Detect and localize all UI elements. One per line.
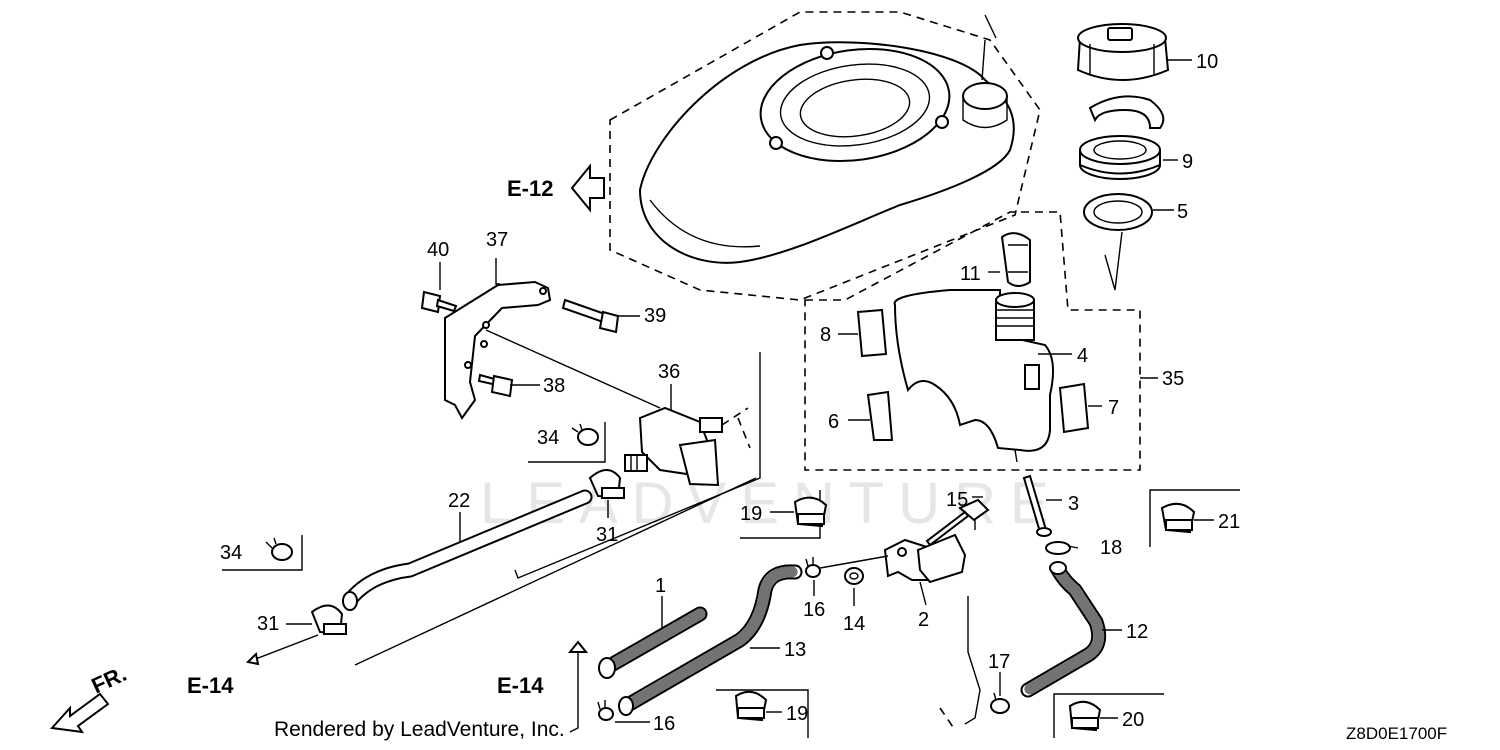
callout-14: 14: [843, 613, 865, 635]
callout-31a: 31: [596, 524, 618, 546]
tank-cushion-8: [856, 308, 888, 358]
bolt-39: [561, 298, 620, 334]
callout-22: 22: [448, 490, 470, 512]
callout-19b: 19: [786, 703, 808, 725]
fuel-filler-neck: [1079, 135, 1161, 180]
clip-16-lower: [597, 700, 614, 721]
callout-3: 3: [1068, 493, 1079, 515]
callout-31b: 31: [257, 613, 279, 635]
callout-16a: 16: [803, 599, 825, 621]
ref-e12-arrow: [570, 163, 605, 213]
clip-17: [990, 692, 1010, 714]
hose-12: [1020, 561, 1107, 698]
callout-8: 8: [820, 324, 831, 346]
clip-18: [1045, 541, 1079, 555]
tank-bracket: [444, 280, 552, 420]
diagram-code: Z8D0E1700F: [1346, 724, 1448, 743]
clamp-31-bottom: [310, 604, 347, 636]
ref-e14-mid: E-14: [497, 673, 544, 698]
callout-7: 7: [1108, 397, 1119, 419]
fuel-cap: [1076, 23, 1170, 81]
callout-9: 9: [1182, 151, 1193, 173]
footer-credit: Rendered by LeadVenture, Inc.: [274, 718, 565, 741]
callout-38: 38: [543, 375, 565, 397]
callout-18: 18: [1100, 537, 1122, 559]
callout-16b: 16: [653, 713, 675, 735]
fuel-strainer: [883, 533, 967, 584]
callout-5: 5: [1177, 201, 1188, 223]
clamp-21: [1160, 502, 1196, 534]
callout-6: 6: [828, 411, 839, 433]
clamp-34-left: [265, 537, 293, 561]
callout-17: 17: [988, 651, 1010, 673]
ref-e14-left: E-14: [187, 673, 234, 698]
shroud-group: [609, 11, 1041, 301]
callout-11: 11: [960, 263, 981, 285]
long-bolt-3: [1022, 474, 1052, 537]
callout-15: 15: [946, 489, 968, 511]
callout-2: 2: [918, 609, 929, 631]
tank-cushion-7: [1058, 382, 1090, 434]
clamp-20: [1068, 700, 1102, 732]
callout-4: 4: [1077, 345, 1088, 367]
callout-1: 1: [655, 575, 666, 597]
callout-10: 10: [1196, 51, 1218, 73]
clamp-19-bottom: [734, 690, 768, 722]
fuel-filter: [1000, 232, 1031, 287]
fuel-valve: [624, 406, 723, 487]
clamp-34-top: [571, 423, 599, 446]
callout-20: 20: [1122, 709, 1144, 731]
tube-1: [598, 606, 708, 679]
callout-40: 40: [427, 239, 449, 261]
callout-19a: 19: [740, 503, 762, 525]
bolt-38: [477, 373, 514, 398]
front-label: FR.: [88, 661, 131, 699]
hose-22: [342, 489, 593, 611]
nut-14: [844, 567, 864, 585]
bolt-15: [925, 498, 990, 547]
callout-13: 13: [784, 639, 806, 661]
callout-35: 35: [1162, 368, 1184, 390]
clamp-31-top: [588, 469, 625, 500]
clamp-19-mid: [793, 496, 828, 528]
filler-gasket: [1083, 193, 1153, 231]
ref-e12-label: E-12: [507, 176, 553, 201]
hose-13: [618, 564, 803, 716]
callout-34a: 34: [537, 427, 559, 449]
tank-clip-6: [866, 390, 894, 441]
callout-37: 37: [486, 229, 508, 251]
clip-16-upper: [805, 557, 821, 578]
callout-39: 39: [644, 305, 666, 327]
bolt-40: [420, 290, 458, 314]
fuel-cap-tether: [1088, 95, 1165, 129]
callout-36: 36: [658, 361, 680, 383]
fuel-tank: [893, 289, 1055, 463]
front-direction-arrow: [49, 692, 110, 734]
callout-34b: 34: [220, 542, 242, 564]
callout-21: 21: [1218, 511, 1240, 533]
callout-12: 12: [1126, 621, 1148, 643]
